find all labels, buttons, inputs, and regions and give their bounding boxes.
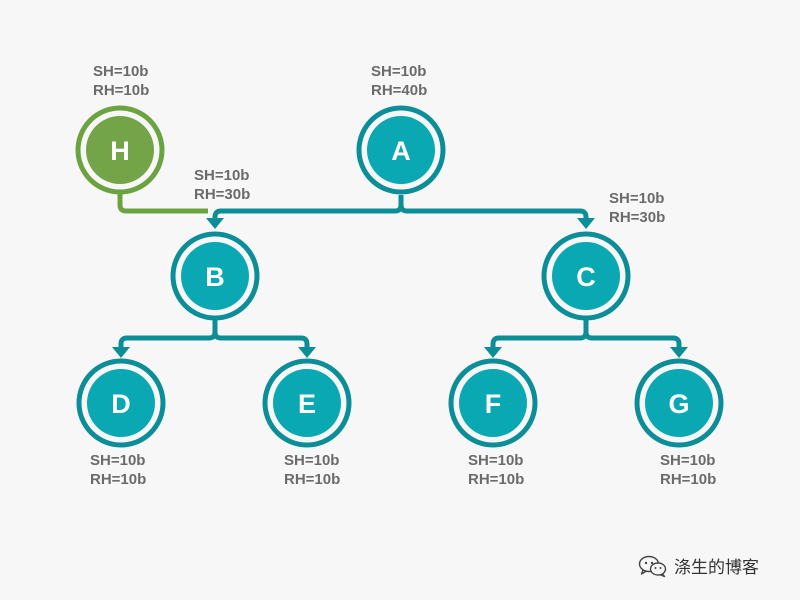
node-e-label: SH=10b RH=10b bbox=[284, 451, 340, 489]
node-d: D bbox=[76, 358, 166, 448]
edge-h-b bbox=[117, 190, 208, 214]
node-c-letter: C bbox=[576, 262, 596, 292]
node-f-letter: F bbox=[485, 389, 502, 419]
node-a: A bbox=[356, 105, 446, 195]
node-g-label: SH=10b RH=10b bbox=[660, 451, 716, 489]
node-f-sh: SH=10b bbox=[468, 452, 524, 469]
node-g-rh: RH=10b bbox=[660, 471, 717, 488]
arrowhead-f bbox=[484, 347, 502, 358]
node-c-sh: SH=10b bbox=[609, 190, 665, 207]
node-c-label: SH=10b RH=30b bbox=[609, 189, 665, 227]
node-b: B bbox=[170, 231, 260, 321]
arrowhead-c bbox=[577, 218, 595, 229]
node-c-rh: RH=30b bbox=[609, 209, 666, 226]
node-f-rh: RH=10b bbox=[468, 471, 525, 488]
node-f: F bbox=[448, 358, 538, 448]
node-d-label: SH=10b RH=10b bbox=[90, 451, 146, 489]
edge-b-e bbox=[212, 331, 310, 350]
arrowhead-g bbox=[670, 347, 688, 358]
node-c: C bbox=[541, 231, 631, 321]
watermark-text: 涤生的博客 bbox=[674, 558, 759, 578]
node-a-sh: SH=10b bbox=[371, 63, 427, 80]
node-g: G bbox=[634, 358, 724, 448]
node-e: E bbox=[262, 358, 352, 448]
node-g-letter: G bbox=[668, 389, 689, 419]
arrowhead-d bbox=[112, 347, 130, 358]
node-d-rh: RH=10b bbox=[90, 471, 147, 488]
watermark: 涤生的博客 bbox=[638, 553, 759, 578]
edge-c-f bbox=[490, 320, 589, 350]
node-h-label: SH=10b RH=10b bbox=[93, 62, 149, 100]
node-h-letter: H bbox=[110, 136, 130, 166]
arrowhead-b bbox=[206, 218, 224, 229]
node-d-sh: SH=10b bbox=[90, 452, 146, 469]
node-a-letter: A bbox=[391, 136, 411, 166]
node-b-sh: SH=10b bbox=[194, 167, 250, 184]
node-a-rh: RH=40b bbox=[371, 82, 428, 99]
node-b-letter: B bbox=[205, 262, 225, 292]
node-g-sh: SH=10b bbox=[660, 452, 716, 469]
node-b-label: SH=10b RH=30b bbox=[194, 166, 250, 204]
wechat-icon bbox=[638, 555, 667, 577]
node-d-letter: D bbox=[111, 389, 131, 419]
node-e-rh: RH=10b bbox=[284, 471, 341, 488]
node-b-rh: RH=30b bbox=[194, 186, 251, 203]
edge-c-g bbox=[583, 331, 682, 350]
node-f-label: SH=10b RH=10b bbox=[468, 451, 524, 489]
edge-b-d bbox=[118, 320, 218, 350]
node-e-letter: E bbox=[298, 389, 316, 419]
node-h-sh: SH=10b bbox=[93, 63, 149, 80]
node-a-label: SH=10b RH=40b bbox=[371, 62, 427, 100]
node-h: H bbox=[75, 105, 165, 195]
node-e-sh: SH=10b bbox=[284, 452, 340, 469]
edge-a-c bbox=[398, 204, 589, 222]
arrowhead-e bbox=[298, 347, 316, 358]
node-h-rh: RH=10b bbox=[93, 82, 150, 99]
